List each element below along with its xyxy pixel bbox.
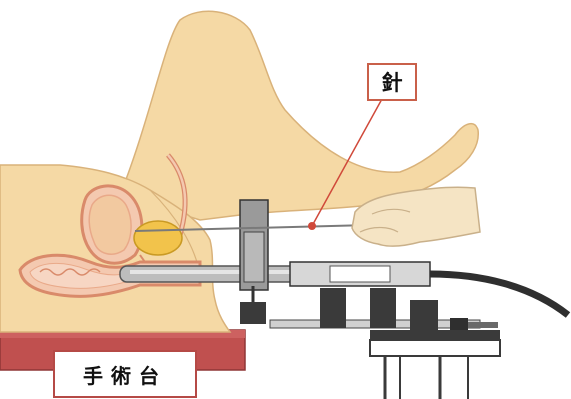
operating-table-label: 手術台 <box>53 350 197 398</box>
needle-marker <box>308 222 316 230</box>
needle-label: 針 <box>367 63 417 101</box>
prostate <box>134 221 182 255</box>
